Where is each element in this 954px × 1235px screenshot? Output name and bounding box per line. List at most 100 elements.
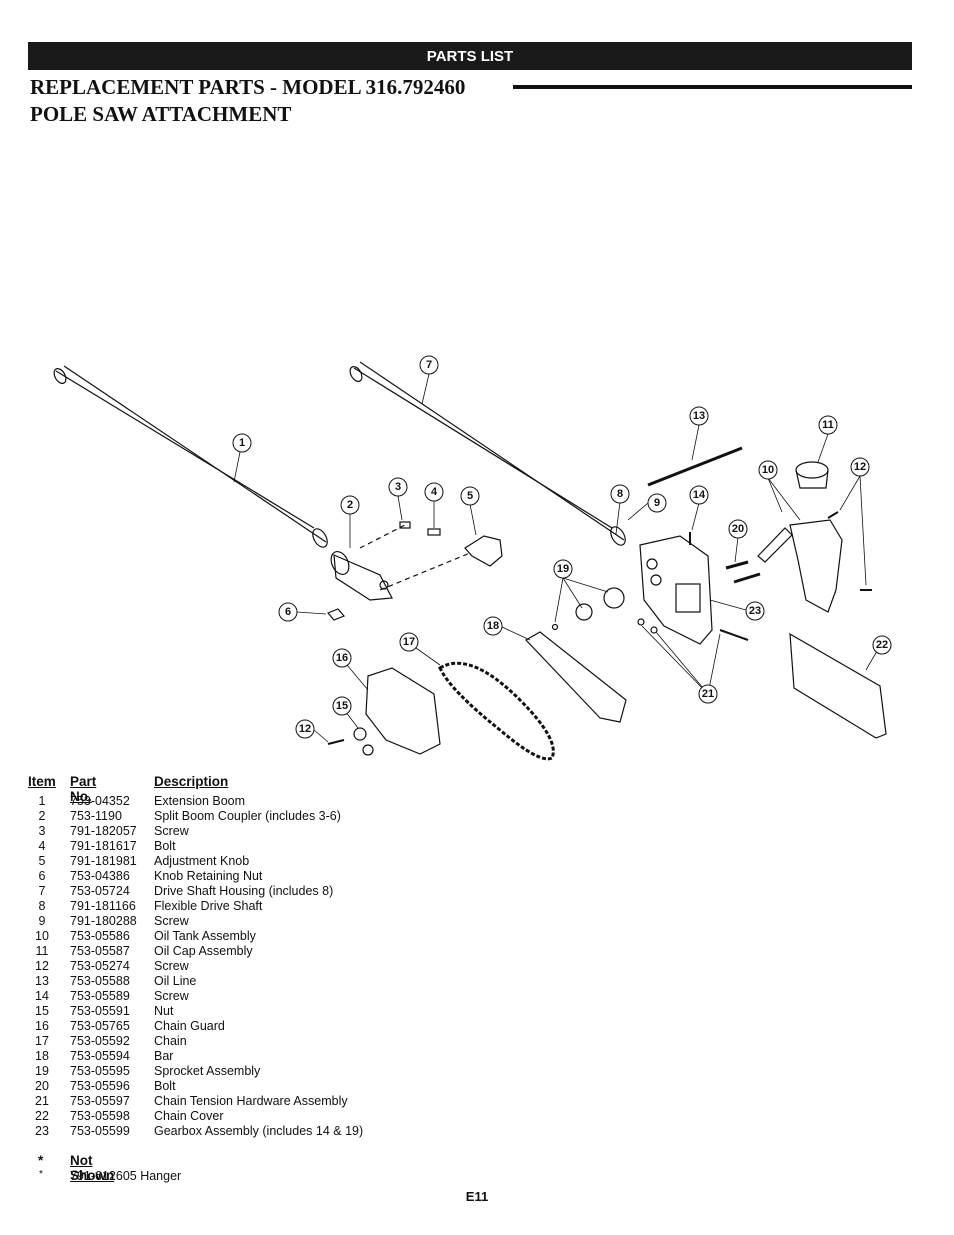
row-part-number: 791-181617	[70, 839, 137, 853]
svg-text:17: 17	[403, 636, 415, 648]
row-item: 16	[35, 1019, 49, 1033]
svg-text:12: 12	[854, 461, 866, 473]
row-description: Extension Boom	[154, 794, 246, 808]
row-part-number: 753-05598	[70, 1109, 130, 1123]
callout-13: 13	[689, 406, 709, 426]
knob-nut-drawing	[326, 608, 346, 621]
row-part-number: 753-05587	[70, 944, 130, 958]
row-part-number: 791-180288	[70, 914, 137, 928]
row-part-number: 791-181981	[70, 854, 137, 868]
not-shown-item-marker: *	[39, 1169, 43, 1180]
adjustment-knob-drawing	[464, 535, 503, 567]
row-part-number: 753-05274	[70, 959, 130, 973]
callout-17: 17	[399, 632, 419, 652]
row-item: 15	[35, 1004, 49, 1018]
row-item: 6	[38, 869, 46, 883]
page-title: REPLACEMENT PARTS - MODEL 316.792460 POL…	[30, 74, 465, 128]
not-shown-item-text: 791-612605 Hanger	[70, 1169, 182, 1183]
callout-12: 12	[850, 457, 870, 477]
svg-text:1: 1	[239, 437, 245, 449]
svg-text:5: 5	[467, 490, 473, 502]
svg-text:3: 3	[395, 481, 401, 493]
row-item: 22	[35, 1109, 49, 1123]
row-part-number: 753-05599	[70, 1124, 130, 1138]
oil-tank-drawing	[789, 519, 843, 613]
svg-text:22: 22	[876, 639, 888, 651]
row-description: Screw	[154, 914, 189, 928]
svg-text:18: 18	[487, 620, 499, 632]
row-description: Gearbox Assembly (includes 14 & 19)	[154, 1124, 364, 1138]
row-item: 9	[38, 914, 46, 928]
row-item: 5	[38, 854, 46, 868]
row-description: Oil Tank Assembly	[154, 929, 256, 943]
callout-18: 18	[483, 616, 503, 636]
row-part-number: 753-05594	[70, 1049, 130, 1063]
callout-10: 10	[758, 460, 778, 480]
callout-5: 5	[460, 486, 480, 506]
oil-tank-neck-drawing	[757, 527, 793, 563]
row-part-number: 753-1190	[70, 809, 122, 823]
gearbox-drawing	[639, 535, 713, 645]
not-shown-marker: *	[38, 1153, 44, 1168]
callout-22: 22	[872, 635, 892, 655]
column-header-part: Part No.	[70, 774, 97, 804]
row-part-number: 753-05591	[70, 1004, 130, 1018]
row-part-number: 753-05724	[70, 884, 130, 898]
bolt-20-drawing	[725, 560, 749, 570]
svg-text:4: 4	[431, 486, 438, 498]
row-item: 12	[35, 959, 49, 973]
row-item: 8	[38, 899, 46, 913]
guide-bar-drawing	[525, 631, 627, 723]
row-description: Chain	[154, 1034, 187, 1048]
screw-drawing	[399, 521, 411, 529]
bolt-drawing	[427, 528, 441, 536]
row-item: 17	[35, 1034, 49, 1048]
row-description: Adjustment Knob	[154, 854, 250, 868]
svg-text:23: 23	[749, 605, 761, 617]
callout-16: 16	[332, 648, 352, 668]
column-header-description: Description	[154, 774, 229, 789]
row-description: Screw	[154, 989, 189, 1003]
callout-19: 19	[553, 559, 573, 579]
split-boom-coupler-drawing	[330, 551, 393, 601]
row-part-number: 753-05596	[70, 1079, 130, 1093]
oil-line-drawing	[647, 446, 743, 487]
row-item: 11	[35, 944, 49, 958]
row-item: 4	[38, 839, 46, 853]
row-part-number: 753-05592	[70, 1034, 130, 1048]
svg-text:15: 15	[336, 700, 348, 712]
row-description: Screw	[154, 824, 189, 838]
svg-text:19: 19	[557, 563, 569, 575]
chain-cover-drawing	[789, 632, 887, 739]
chain-guard-drawing	[365, 667, 441, 755]
callout-20: 20	[728, 519, 748, 539]
section-header-label: PARTS LIST	[426, 47, 514, 65]
callout-4: 4	[424, 482, 444, 502]
row-part-number: 753-05765	[70, 1019, 130, 1033]
row-description: Oil Cap Assembly	[154, 944, 253, 958]
row-item: 10	[35, 929, 49, 943]
row-description: Drive Shaft Housing (includes 8)	[154, 884, 334, 898]
row-part-number: 753-05597	[70, 1094, 130, 1108]
row-part-number: 753-04386	[70, 869, 130, 883]
svg-text:8: 8	[617, 488, 623, 500]
row-description: Sprocket Assembly	[154, 1064, 261, 1078]
row-item: 3	[38, 824, 46, 838]
callout-2: 2	[340, 495, 360, 515]
row-description: Oil Line	[154, 974, 197, 988]
row-description: Chain Cover	[154, 1109, 224, 1123]
row-description: Chain Guard	[154, 1019, 225, 1033]
svg-text:9: 9	[654, 497, 660, 509]
svg-text:13: 13	[693, 410, 705, 422]
svg-text:6: 6	[285, 606, 291, 618]
callout-23: 23	[745, 601, 765, 621]
row-part-number: 753-04352	[70, 794, 130, 808]
callout-7: 7	[419, 355, 439, 375]
not-shown-label: Not Shown	[70, 1153, 115, 1183]
callout-11: 11	[818, 415, 838, 435]
row-description: Nut	[154, 1004, 174, 1018]
exploded-parts-diagram: 1 2 3 4 5 6 7 8 9 10 11 12 13 14 15 16 1…	[53, 355, 892, 761]
row-item: 21	[35, 1094, 49, 1108]
sprocket-drawing	[603, 587, 625, 609]
row-item: 20	[35, 1079, 49, 1093]
